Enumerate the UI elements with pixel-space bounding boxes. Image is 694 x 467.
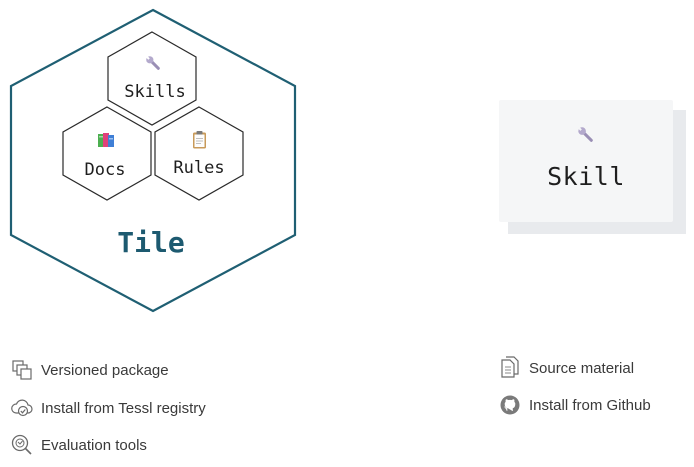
skill-card-icon-wrap	[499, 124, 673, 146]
rules-label: Rules	[173, 158, 224, 178]
skill-card-title: Skill	[547, 162, 625, 191]
skills-label: Skills	[124, 82, 185, 102]
feature-text: Evaluation tools	[41, 436, 147, 454]
feature-text: Install from Github	[529, 396, 651, 414]
versioned-package-icon	[10, 358, 34, 382]
documents-icon	[498, 356, 522, 380]
rules-hexagon: Rules	[154, 106, 244, 201]
evaluation-search-icon	[10, 433, 34, 457]
cloud-install-icon	[10, 396, 34, 420]
docs-hexagon: Docs	[62, 106, 152, 201]
feature-text: Versioned package	[41, 361, 169, 379]
wrench-icon	[577, 126, 593, 142]
feature-install-github: Install from Github	[498, 393, 651, 417]
tile-hexagon	[9, 8, 297, 313]
skill-card: Skill	[499, 100, 673, 222]
github-icon	[498, 393, 522, 417]
feature-text: Source material	[529, 359, 635, 377]
tile-title: Tile	[117, 226, 184, 259]
skills-hexagon: Skills	[107, 31, 197, 126]
feature-text: Install from Tessl registry	[41, 399, 206, 417]
feature-versioned-package: Versioned package	[10, 358, 169, 382]
wrench-icon	[145, 55, 160, 70]
clipboard-icon	[193, 131, 206, 149]
feature-install-registry: Install from Tessl registry	[10, 396, 206, 420]
docs-label: Docs	[85, 160, 126, 180]
books-icon	[98, 133, 114, 147]
feature-source-material: Source material	[498, 356, 634, 380]
feature-evaluation-tools: Evaluation tools	[10, 433, 147, 457]
